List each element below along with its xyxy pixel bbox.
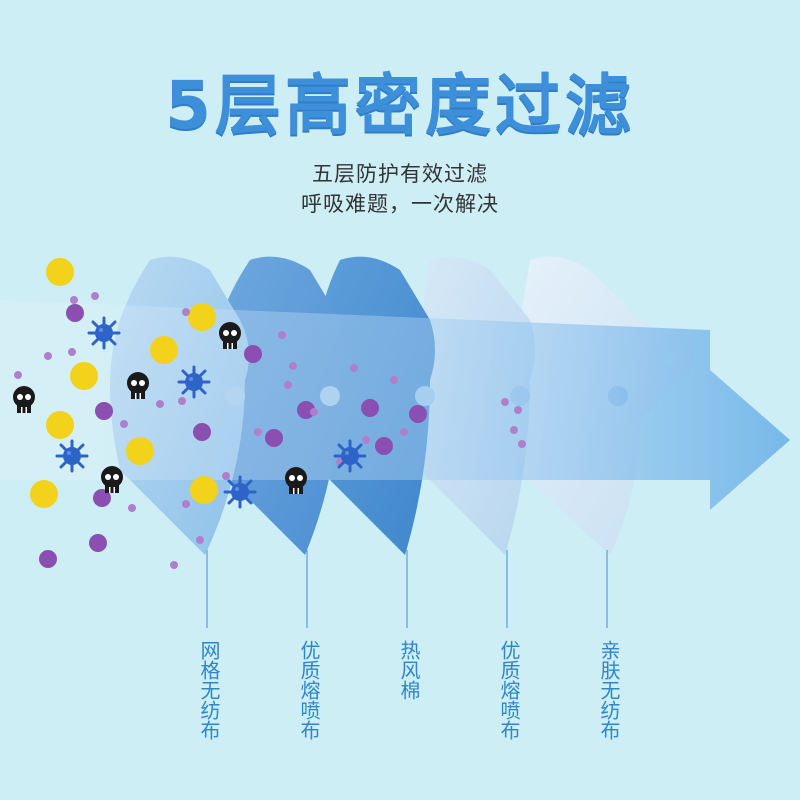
layer-label-meltblown-1: 优质熔喷布	[297, 640, 321, 740]
virus-icon	[223, 475, 257, 509]
skull-icon	[101, 466, 123, 493]
page-title: 5层高密度过滤	[165, 67, 635, 144]
label-leader-lines	[206, 550, 608, 628]
virus-icon	[333, 439, 367, 473]
layer-label-mesh-cloth: 网格无纺布	[197, 640, 221, 740]
subtitle-line-2: 呼吸难题，一次解决	[301, 192, 499, 216]
dust-particles-small	[14, 292, 526, 569]
layer-label-meltblown-2: 优质熔喷布	[497, 640, 521, 740]
dust-particles-yellow	[30, 258, 218, 508]
dust-particles-purple	[39, 304, 427, 568]
layer-label-hot-air-cotton: 热风棉	[397, 640, 421, 700]
layer-label-skin-friendly: 亲肤无纺布	[597, 640, 621, 740]
airflow-arrow-icon	[0, 300, 790, 510]
virus-icon	[87, 316, 121, 350]
virus-icon	[177, 365, 211, 399]
virus-icon	[55, 439, 89, 473]
subtitle-line-1: 五层防护有效过滤	[312, 162, 488, 186]
